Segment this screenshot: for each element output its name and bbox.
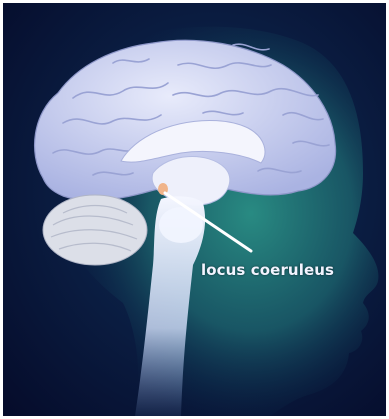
brain-head-svg xyxy=(3,3,386,416)
locus-coeruleus-label: locus coeruleus xyxy=(201,261,334,279)
brain-illustration: locus coeruleus xyxy=(3,3,386,416)
